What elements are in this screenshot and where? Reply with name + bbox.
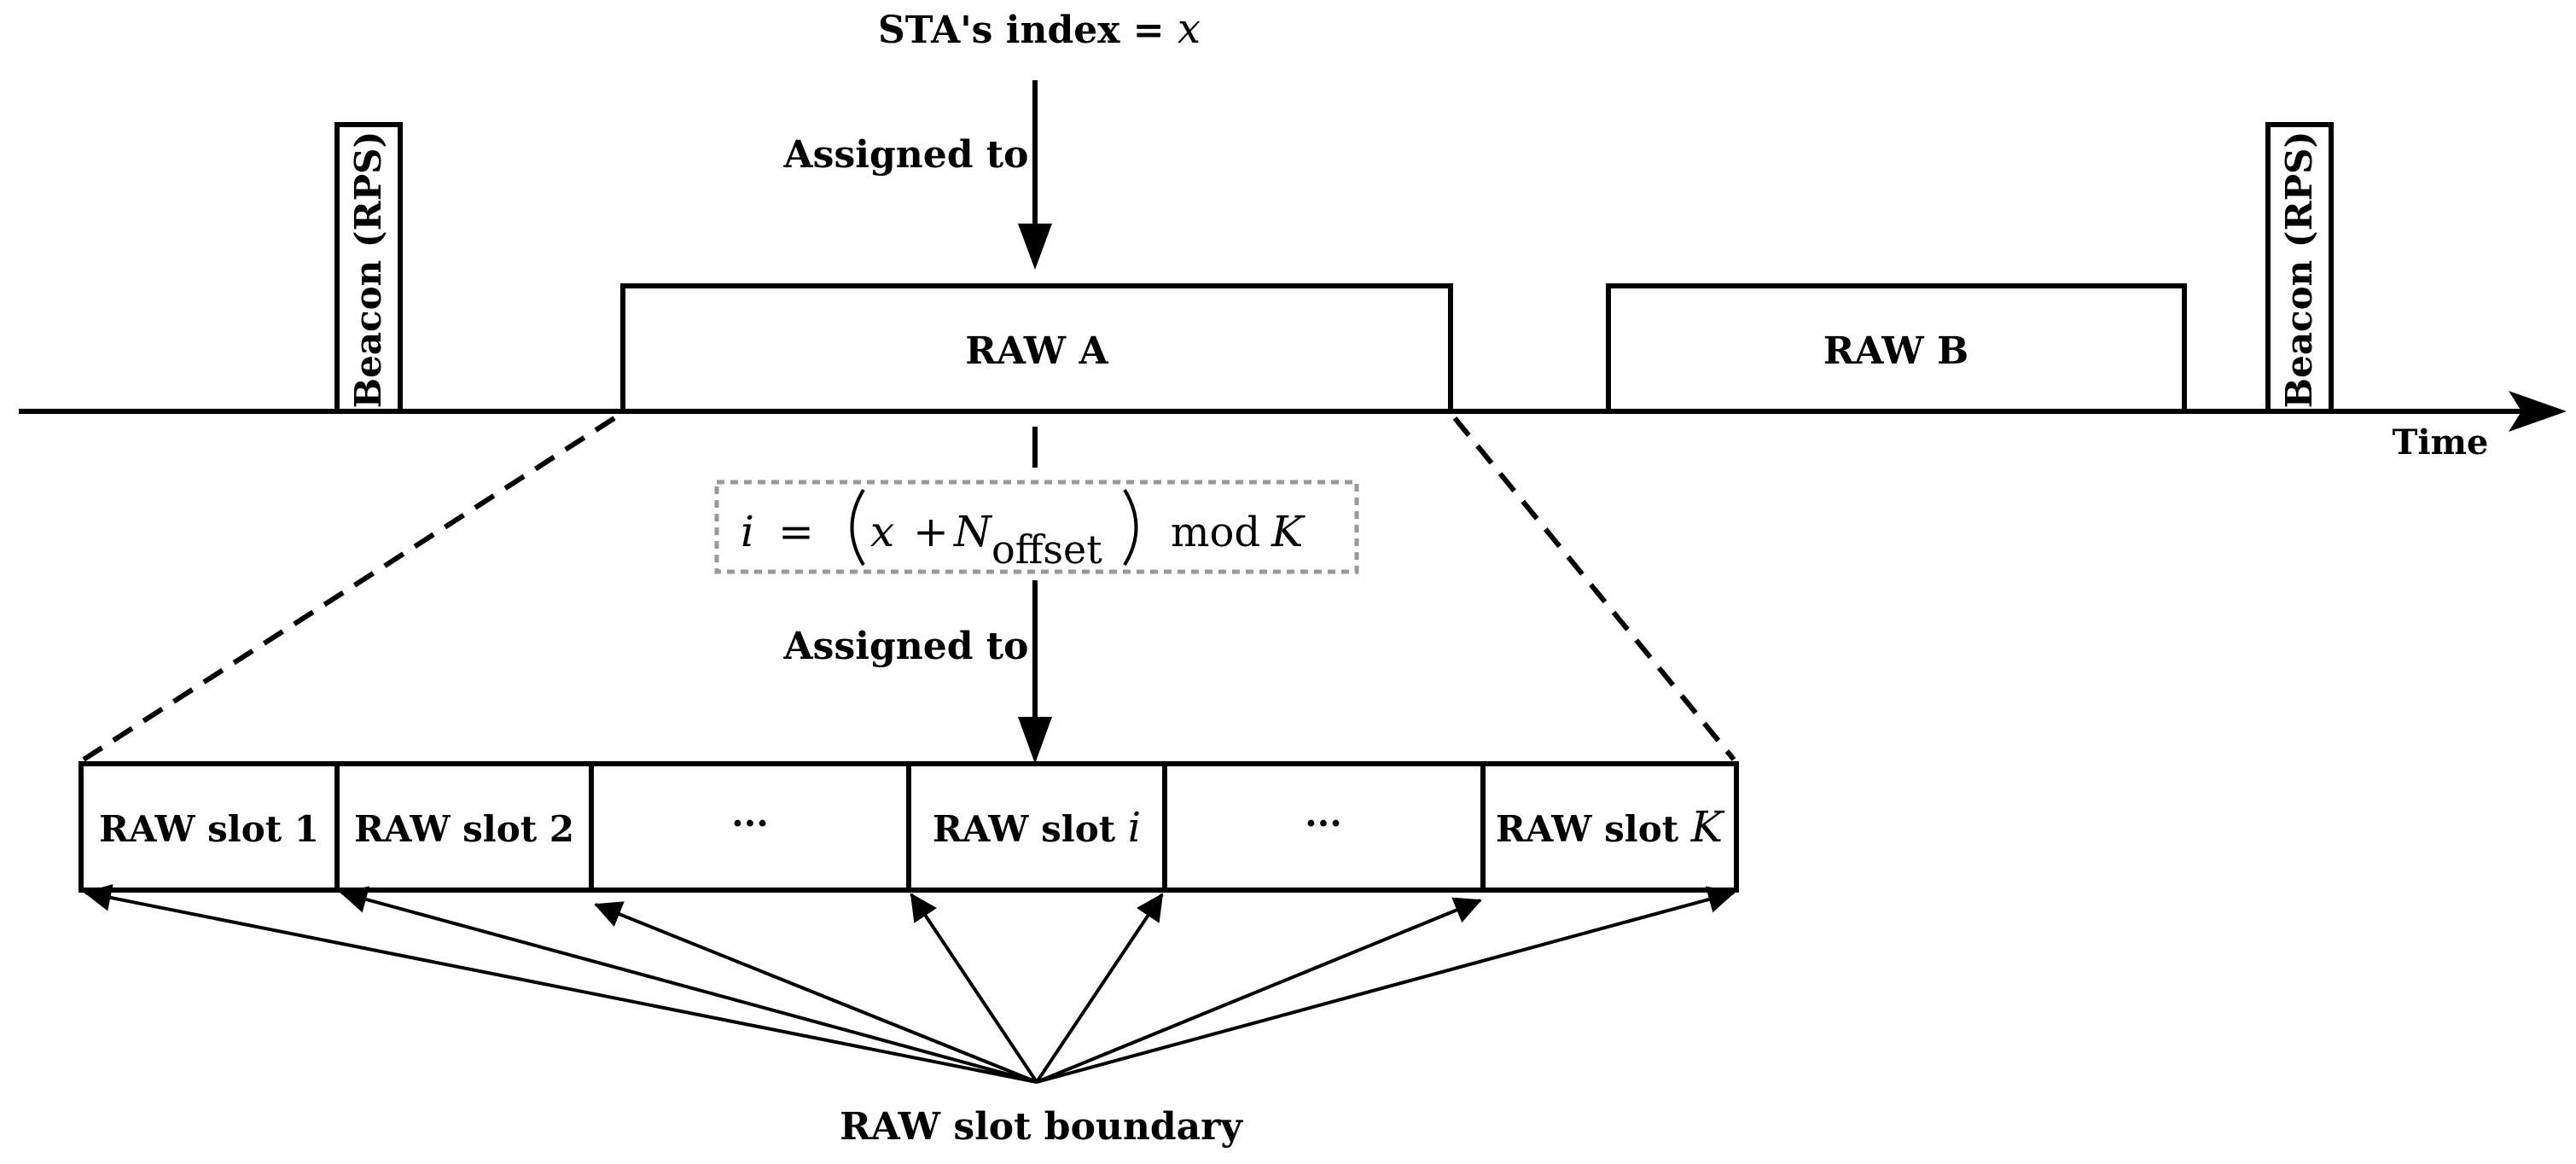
boundary-arrow-4 (910, 893, 1038, 1084)
time-label: Time (2393, 422, 2489, 463)
svg-text:offset: offset (991, 527, 1102, 573)
raw-a-label: RAW A (965, 329, 1108, 373)
svg-text:K: K (1271, 507, 1305, 556)
boundary-arrows (84, 884, 1736, 1084)
sta-index-label: STA's index = x (878, 5, 1201, 53)
boundary-label: RAW slot boundary (840, 1105, 1243, 1149)
formula-paren-left (850, 488, 865, 567)
beacon-right-label: Beacon (RPS) (2278, 131, 2320, 409)
boundary-arrow-2 (340, 886, 1038, 1084)
raw-b-box (1606, 283, 2187, 414)
mid-arrow-head (1018, 717, 1052, 764)
expand-line-left (82, 416, 616, 762)
timeline-arrow-head (2509, 391, 2567, 432)
top-arrow-head (1018, 224, 1052, 270)
formula-box (714, 480, 1359, 574)
svg-text:mod: mod (1171, 509, 1260, 556)
beacon-left-label: Beacon (RPS) (347, 131, 389, 409)
slot-1-label: RAW slot 1 (99, 808, 319, 850)
formula: i = x + N offset mod K (741, 488, 1305, 573)
svg-text:N: N (953, 507, 993, 556)
boundary-arrow-5 (1035, 893, 1164, 1084)
slot-K-label: RAW slot K (1496, 802, 1725, 852)
assigned-to-top: Assigned to (783, 133, 1029, 177)
boundary-arrow-1 (84, 884, 1038, 1084)
formula-paren-right (1123, 488, 1138, 567)
svg-text:=: = (778, 507, 814, 556)
svg-text:x: x (870, 507, 894, 556)
raw-a-box (620, 283, 1453, 414)
slot-dots-2: ... (1305, 793, 1342, 835)
slot-dots-1: ... (731, 793, 769, 835)
boundary-arrow-7 (1036, 886, 1736, 1084)
slot-2-label: RAW slot 2 (354, 808, 574, 850)
beacon-right (2265, 122, 2334, 414)
boundary-arrow-3 (594, 901, 1038, 1084)
svg-text:+: + (913, 507, 949, 556)
beacon-left (334, 122, 403, 414)
boundary-arrow-6 (1036, 897, 1482, 1084)
expand-line-right (1452, 416, 1736, 761)
raw-b-label: RAW B (1823, 329, 1968, 373)
slot-i-label: RAW slot i (933, 804, 1141, 852)
assigned-to-mid: Assigned to (783, 625, 1029, 668)
svg-text:i: i (741, 507, 754, 556)
